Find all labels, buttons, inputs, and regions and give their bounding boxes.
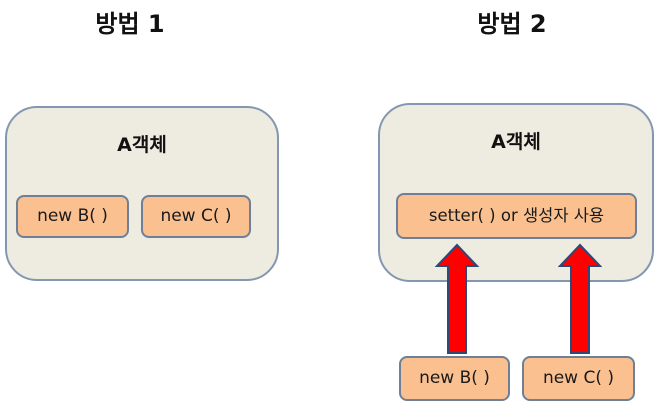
- new-b-box: new B( ): [16, 195, 129, 238]
- method-2-heading: 방법 2: [477, 10, 547, 38]
- object-a-title: A객체: [117, 134, 167, 156]
- new-c-box-external: new C( ): [522, 356, 635, 401]
- object-a-title: A객체: [491, 131, 541, 153]
- new-b-box-external: new B( ): [399, 356, 510, 401]
- method-1-object-a-box: A객체: [5, 106, 279, 281]
- method-2-object-a-box: A객체: [378, 103, 654, 282]
- up-arrow-icon: [557, 243, 603, 354]
- up-arrow-icon: [434, 243, 480, 354]
- method-1-heading: 방법 1: [95, 10, 165, 38]
- setter-or-constructor-box: setter( ) or 생성자 사용: [396, 193, 637, 239]
- new-c-box: new C( ): [141, 195, 251, 238]
